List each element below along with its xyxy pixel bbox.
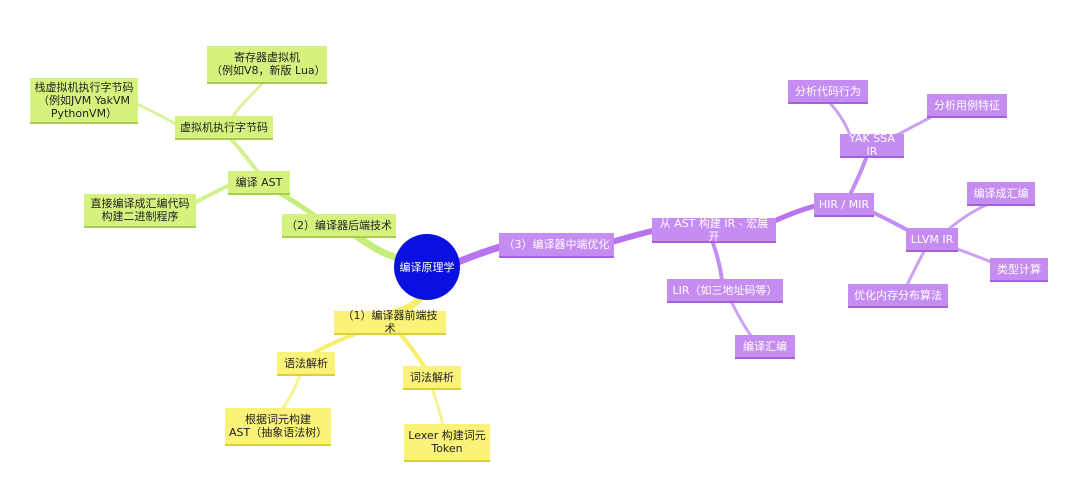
link-yakssa-features bbox=[893, 113, 937, 138]
lir-node[interactable]: LIR（如三地址码等） bbox=[667, 279, 783, 303]
vm-bytecode-node[interactable]: 虚拟机执行字节码 bbox=[175, 116, 273, 140]
mem-opt-node[interactable]: 优化内存分布算法 bbox=[848, 284, 948, 308]
link-llvm-mem bbox=[904, 248, 927, 289]
compile-asm-1-node[interactable]: 编译成汇编 bbox=[967, 182, 1035, 206]
analyze-features-node[interactable]: 分析用例特征 bbox=[927, 94, 1007, 118]
llvm-ir-node[interactable]: LLVM IR bbox=[906, 228, 958, 252]
ast-build-node[interactable]: 根据词元构建 AST（抽象语法树） bbox=[225, 408, 331, 446]
link-middle-ir bbox=[609, 228, 655, 245]
link-compile-ast-direct bbox=[188, 183, 232, 207]
ir-from-ast-node[interactable]: 从 AST 构建 IR - 宏展开 bbox=[652, 217, 776, 243]
frontend-node[interactable]: （1）编译器前端技术 bbox=[334, 309, 446, 335]
link-llvm-compile bbox=[948, 202, 990, 230]
stack-vm-node[interactable]: 栈虚拟机执行字节码 （例如JVM YakVM PythonVM） bbox=[30, 78, 138, 124]
link-hir-yakssa bbox=[848, 156, 868, 197]
lexical-node[interactable]: 词法解析 bbox=[403, 366, 461, 390]
hir-mir-node[interactable]: HIR / MIR bbox=[814, 193, 874, 217]
link-frontend-lexical bbox=[398, 332, 426, 368]
link-yakssa-behavior bbox=[828, 101, 852, 137]
link-lexical-lexer bbox=[430, 386, 445, 427]
root-node[interactable]: 编译原理学 bbox=[394, 234, 460, 300]
link-root-middle bbox=[454, 243, 504, 266]
link-ir-lir bbox=[710, 238, 724, 282]
syntax-node[interactable]: 语法解析 bbox=[277, 352, 335, 376]
type-calc-node[interactable]: 类型计算 bbox=[990, 258, 1048, 282]
yak-ssa-node[interactable]: YAK SSA IR bbox=[840, 132, 904, 158]
link-vm-register bbox=[230, 82, 264, 120]
compile-asm-2-node[interactable]: 编译汇编 bbox=[735, 335, 795, 359]
link-compile-ast-vm bbox=[226, 134, 260, 174]
register-vm-node[interactable]: 寄存器虚拟机 （例如V8，新版 Lua） bbox=[207, 46, 327, 84]
link-lir-compile bbox=[730, 301, 754, 339]
lexer-node[interactable]: Lexer 构建词元 Token bbox=[404, 424, 490, 462]
analyze-behavior-node[interactable]: 分析代码行为 bbox=[788, 80, 868, 104]
link-syntax-ast bbox=[280, 373, 302, 412]
compile-ast-node[interactable]: 编译 AST bbox=[228, 171, 290, 195]
backend-node[interactable]: （2）编译器后端技术 bbox=[282, 214, 396, 238]
link-vm-stack bbox=[133, 101, 182, 128]
direct-compile-node[interactable]: 直接编译成汇编代码 构建二进制程序 bbox=[84, 194, 196, 228]
middle-node[interactable]: （3）编译器中端优化 bbox=[499, 233, 614, 258]
link-ir-hir bbox=[769, 203, 818, 225]
